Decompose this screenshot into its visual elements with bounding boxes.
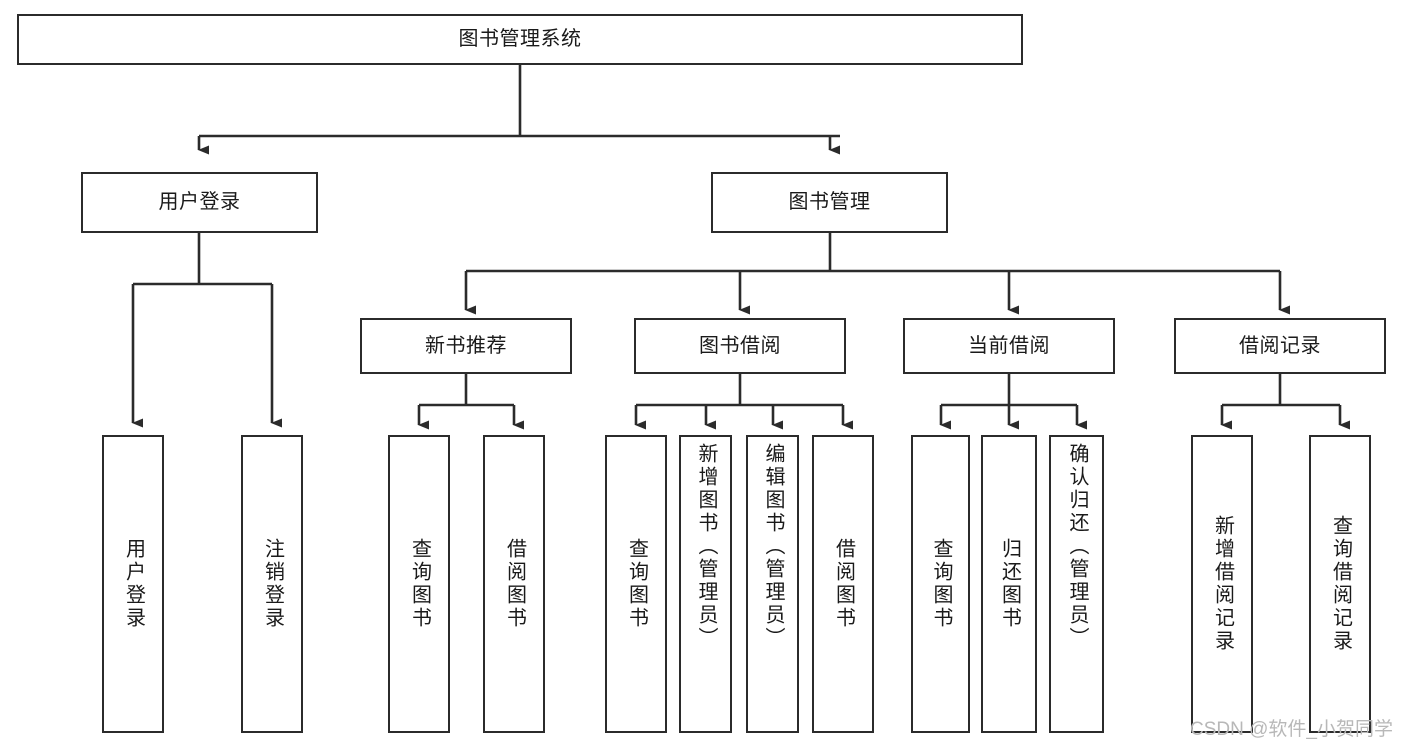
- node-leaf-query-book-1-label: 查询图书: [408, 538, 431, 630]
- node-leaf-query-book-3-label: 查询图书: [930, 538, 952, 630]
- node-leaf-confirm-return[interactable]: 确认归还（管理员）: [1049, 435, 1104, 733]
- node-leaf-confirm-return-label: 确认归还（管理员）: [1066, 443, 1088, 650]
- node-leaf-add-book-label: 新增图书（管理员）: [695, 443, 717, 650]
- node-leaf-borrow-book-2-label: 借阅图书: [832, 538, 855, 630]
- node-leaf-edit-book[interactable]: 编辑图书（管理员）: [746, 435, 799, 733]
- node-leaf-borrow-book-1-label: 借阅图书: [503, 538, 526, 630]
- node-leaf-logout-login-label: 注销登录: [261, 538, 284, 630]
- node-leaf-query-book-2[interactable]: 查询图书: [605, 435, 667, 733]
- node-leaf-borrow-book-1[interactable]: 借阅图书: [483, 435, 545, 733]
- node-leaf-add-book[interactable]: 新增图书（管理员）: [679, 435, 732, 733]
- node-leaf-logout-login[interactable]: 注销登录: [241, 435, 303, 733]
- node-borrow-record-label: 借阅记录: [1239, 334, 1321, 357]
- node-leaf-add-record[interactable]: 新增借阅记录: [1191, 435, 1253, 733]
- node-leaf-return-book-label: 归还图书: [998, 538, 1021, 630]
- node-book-management[interactable]: 图书管理: [711, 172, 948, 233]
- node-root[interactable]: 图书管理系统: [17, 14, 1023, 65]
- node-leaf-return-book[interactable]: 归还图书: [981, 435, 1037, 733]
- node-leaf-query-book-2-label: 查询图书: [625, 538, 648, 630]
- node-book-borrow[interactable]: 图书借阅: [634, 318, 846, 374]
- node-leaf-query-record-label: 查询借阅记录: [1329, 515, 1352, 653]
- node-leaf-borrow-book-2[interactable]: 借阅图书: [812, 435, 874, 733]
- node-root-label: 图书管理系统: [458, 28, 582, 50]
- node-book-management-label: 图书管理: [788, 191, 871, 213]
- node-leaf-edit-book-label: 编辑图书（管理员）: [762, 443, 784, 650]
- node-current-borrow[interactable]: 当前借阅: [903, 318, 1115, 374]
- node-current-borrow-label: 当前借阅: [968, 334, 1050, 357]
- node-book-borrow-label: 图书借阅: [699, 334, 781, 357]
- node-user-login-label: 用户登录: [158, 191, 241, 213]
- csdn-watermark: CSDN @软件_小贺同学: [1190, 719, 1393, 740]
- node-leaf-query-book-3[interactable]: 查询图书: [911, 435, 970, 733]
- node-user-login[interactable]: 用户登录: [81, 172, 318, 233]
- node-leaf-user-login[interactable]: 用户登录: [102, 435, 164, 733]
- node-leaf-query-book-1[interactable]: 查询图书: [388, 435, 450, 733]
- node-new-book-recommend-label: 新书推荐: [425, 334, 507, 357]
- node-borrow-record[interactable]: 借阅记录: [1174, 318, 1386, 374]
- node-leaf-add-record-label: 新增借阅记录: [1211, 515, 1234, 653]
- node-new-book-recommend[interactable]: 新书推荐: [360, 318, 572, 374]
- node-leaf-query-record[interactable]: 查询借阅记录: [1309, 435, 1371, 733]
- node-leaf-user-login-label: 用户登录: [122, 538, 145, 630]
